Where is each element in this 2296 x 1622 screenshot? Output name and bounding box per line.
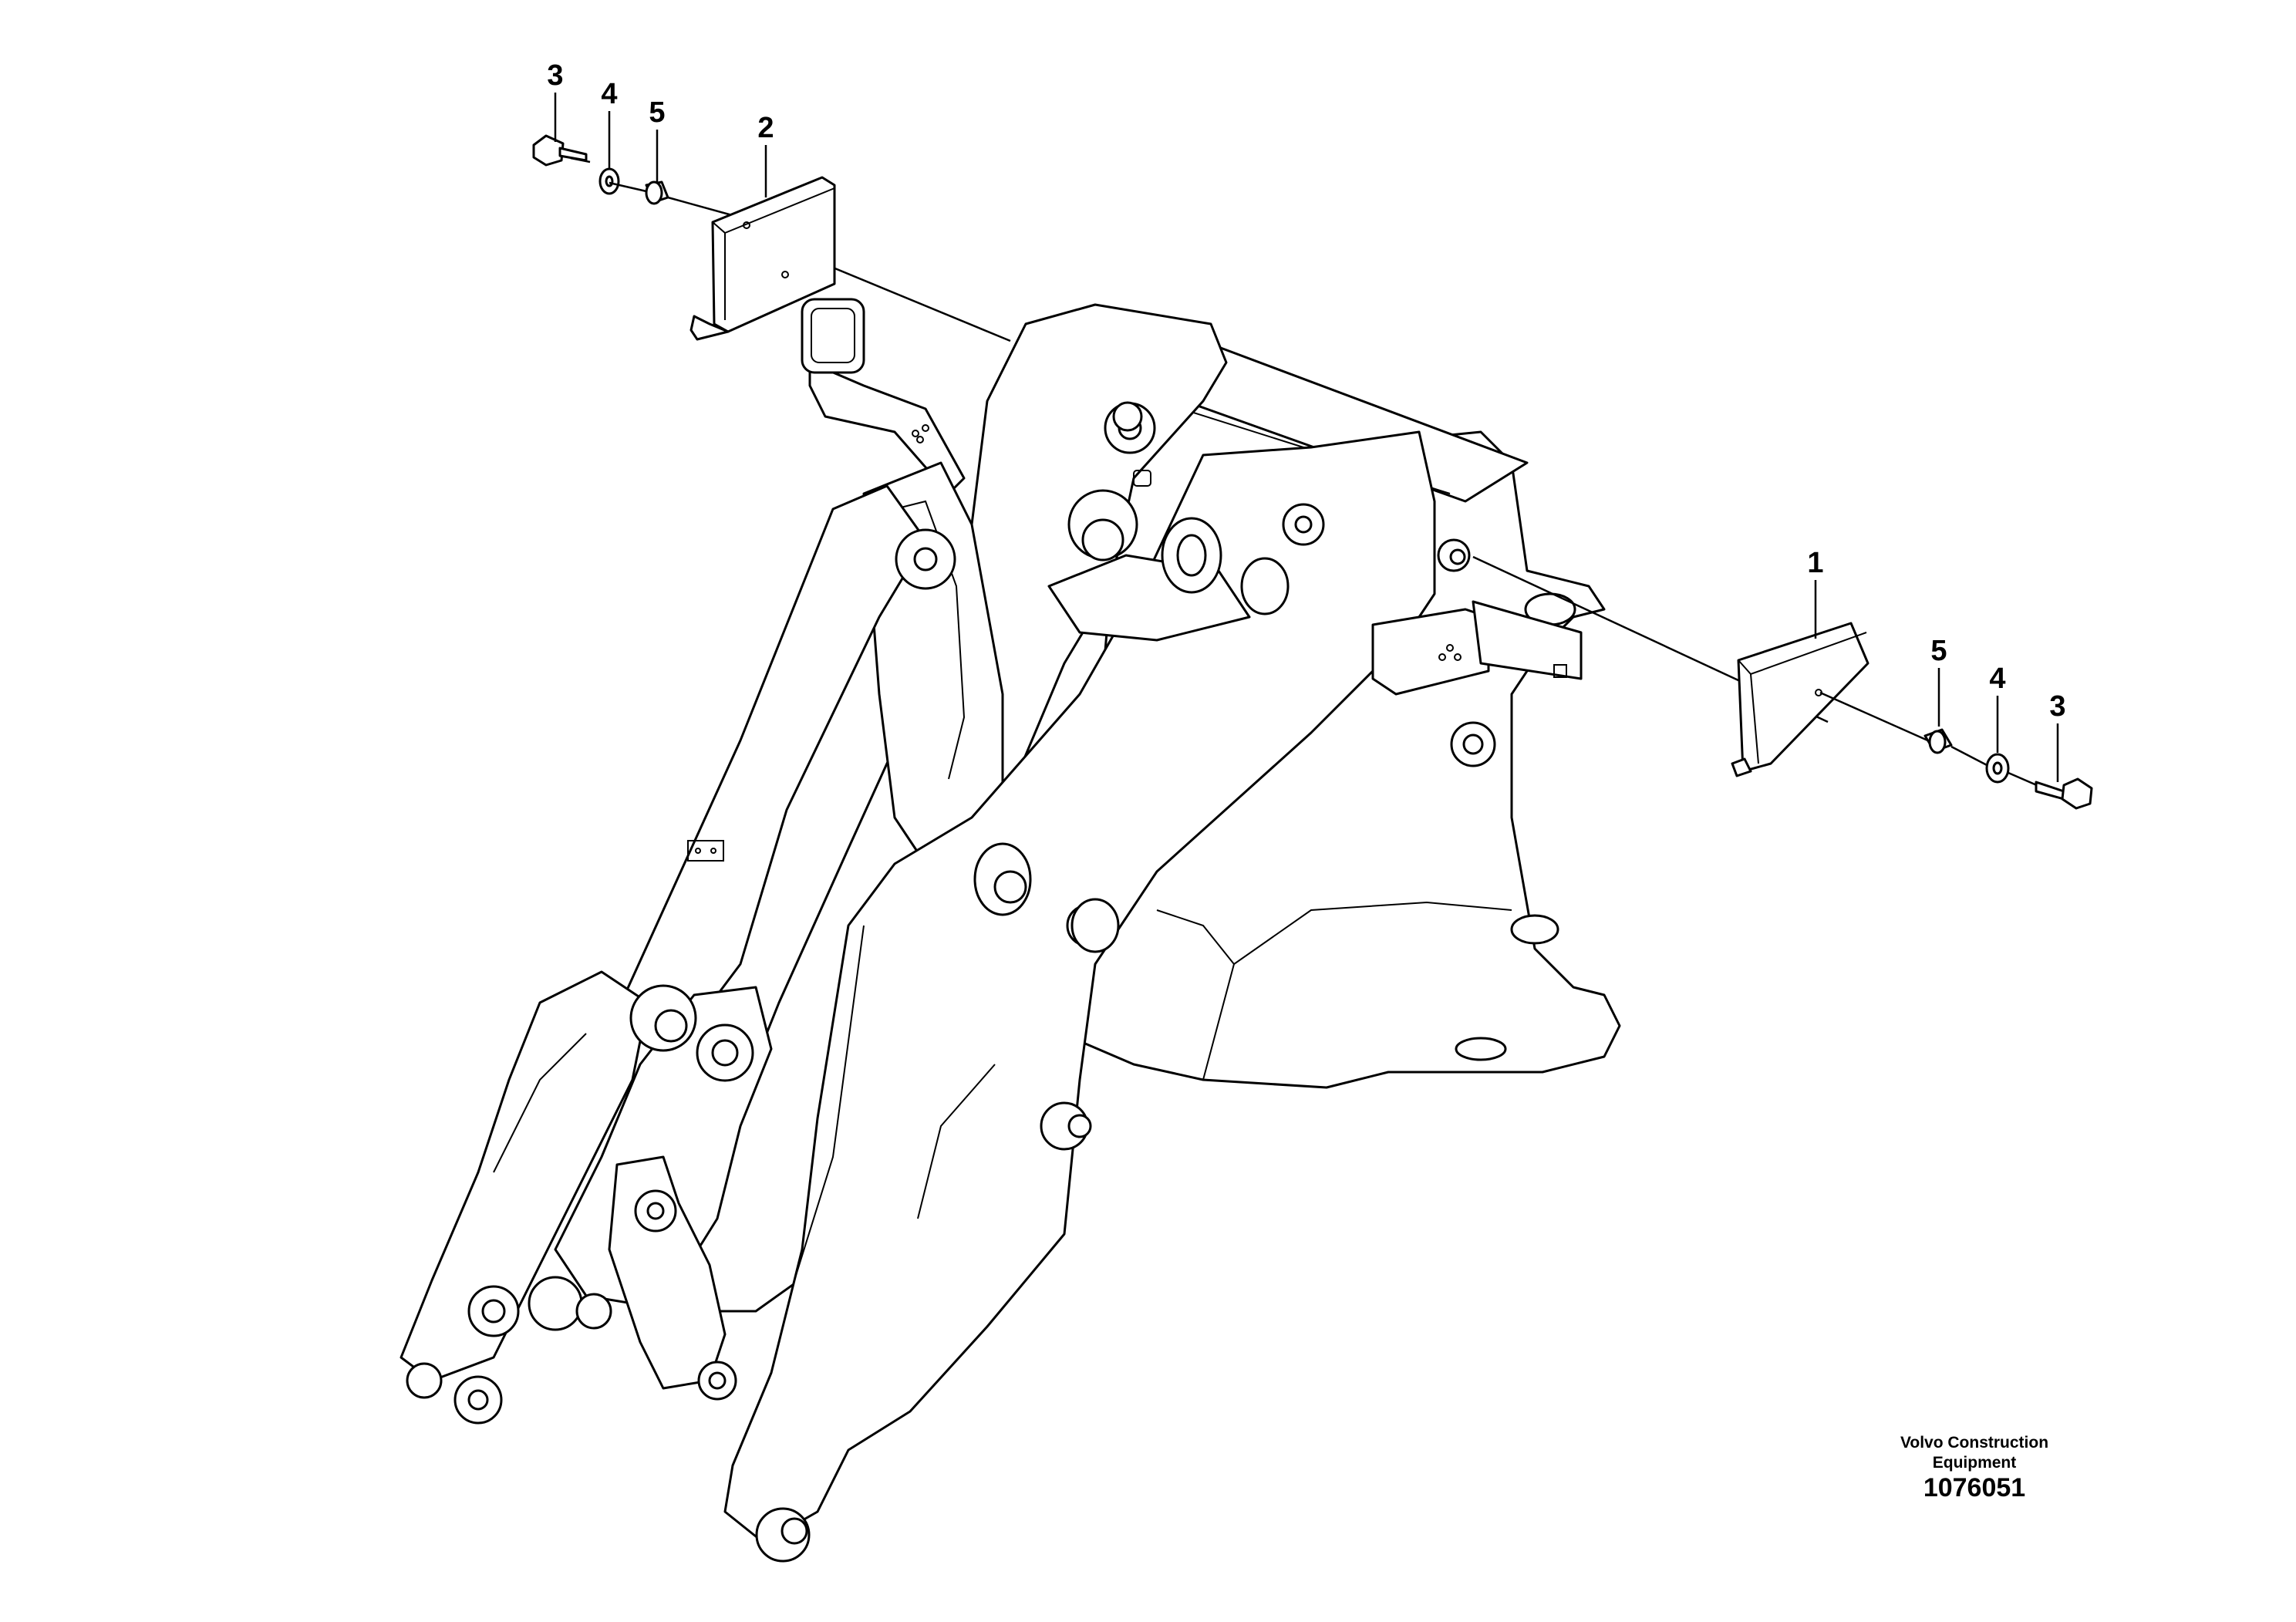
- front-right-lift-arm: [723, 430, 1436, 1544]
- callout-left-4: 4: [601, 78, 618, 170]
- spacer-left: [645, 180, 669, 205]
- svg-text:4: 4: [601, 78, 617, 110]
- arm-label-plate: [687, 840, 724, 862]
- svg-text:3: 3: [547, 59, 563, 92]
- company-caption: Volvo Construction Equipment: [1836, 1433, 2113, 1473]
- lift-arm-assembly: [400, 298, 1621, 1563]
- cover-plate-right: [1731, 622, 1870, 777]
- callout-left-2: 2: [757, 112, 774, 197]
- left-exploded-group: 3 4 5 2: [532, 59, 1011, 342]
- bolt-left: [532, 134, 591, 167]
- callout-right-5: 5: [1930, 635, 1947, 727]
- company-line-2: Equipment: [1932, 1454, 2017, 1472]
- svg-text:3: 3: [2049, 690, 2065, 723]
- callout-right-1: 1: [1807, 547, 1824, 639]
- bolt-right: [2035, 777, 2093, 810]
- washer-right: [1985, 753, 2010, 784]
- svg-text:1: 1: [1807, 547, 1823, 579]
- company-line-1: Volvo Construction: [1900, 1434, 2049, 1452]
- svg-text:4: 4: [1989, 663, 2005, 695]
- cover-plate-left: [689, 176, 836, 341]
- right-exploded-group: 1 5 4 3: [1472, 547, 2093, 810]
- spacer-right: [1923, 728, 1953, 754]
- washer-left: [598, 167, 620, 195]
- svg-text:2: 2: [757, 112, 774, 144]
- callout-right-3: 3: [2049, 690, 2066, 782]
- document-number: 1076051: [1923, 1473, 2026, 1502]
- svg-text:5: 5: [649, 96, 665, 129]
- callout-left-3: 3: [547, 59, 564, 142]
- arm-bracket-plate: [1371, 608, 1490, 696]
- callout-left-5: 5: [649, 96, 666, 184]
- svg-text:5: 5: [1930, 635, 1947, 667]
- work-light: [801, 298, 865, 374]
- callout-right-4: 4: [1989, 663, 2006, 753]
